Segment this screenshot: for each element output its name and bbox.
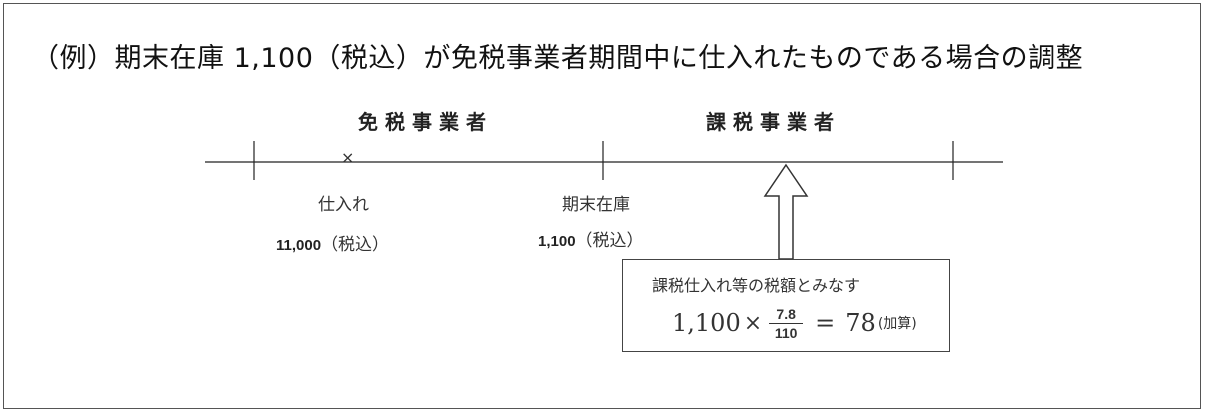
purchase-marker: × <box>341 148 355 167</box>
formula-result: 78 <box>845 309 876 337</box>
callout-box <box>622 259 950 352</box>
formula-equals: = <box>815 309 836 337</box>
formula-fraction: 7.8 110 <box>769 305 804 342</box>
purchase-amount-value: 11,000 <box>276 237 322 254</box>
diagram-frame <box>3 3 1201 409</box>
callout-title: 課税仕入れ等の税額とみなす <box>652 276 861 295</box>
fraction-bar <box>769 322 804 324</box>
inventory-tax-note: （税込） <box>575 231 644 251</box>
purchase-amount: 11,000（税込） <box>276 230 389 255</box>
formula-denominator: 110 <box>774 324 798 341</box>
formula-numerator: 7.8 <box>776 305 796 322</box>
inventory-amount: 1,100（税込） <box>538 226 644 251</box>
purchase-tax-note: （税込） <box>321 235 390 255</box>
period-header-taxable: 課税事業者 <box>706 110 841 134</box>
purchase-label: 仕入れ <box>318 195 369 215</box>
inventory-label: 期末在庫 <box>562 195 630 215</box>
adjustment-arrow <box>763 163 809 260</box>
inventory-amount-value: 1,100 <box>538 233 576 250</box>
formula-times: × <box>743 310 763 336</box>
diagram-title: （例）期末在庫 1,100（税込）が免税事業者期間中に仕入れたものである場合の調… <box>32 43 1084 74</box>
formula-note: (加算) <box>877 316 917 332</box>
formula-base: 1,100 <box>672 309 741 337</box>
tax-formula: 1,100 × 7.8 110 = 78 (加算) <box>672 298 917 348</box>
period-header-exempt: 免税事業者 <box>358 110 493 134</box>
